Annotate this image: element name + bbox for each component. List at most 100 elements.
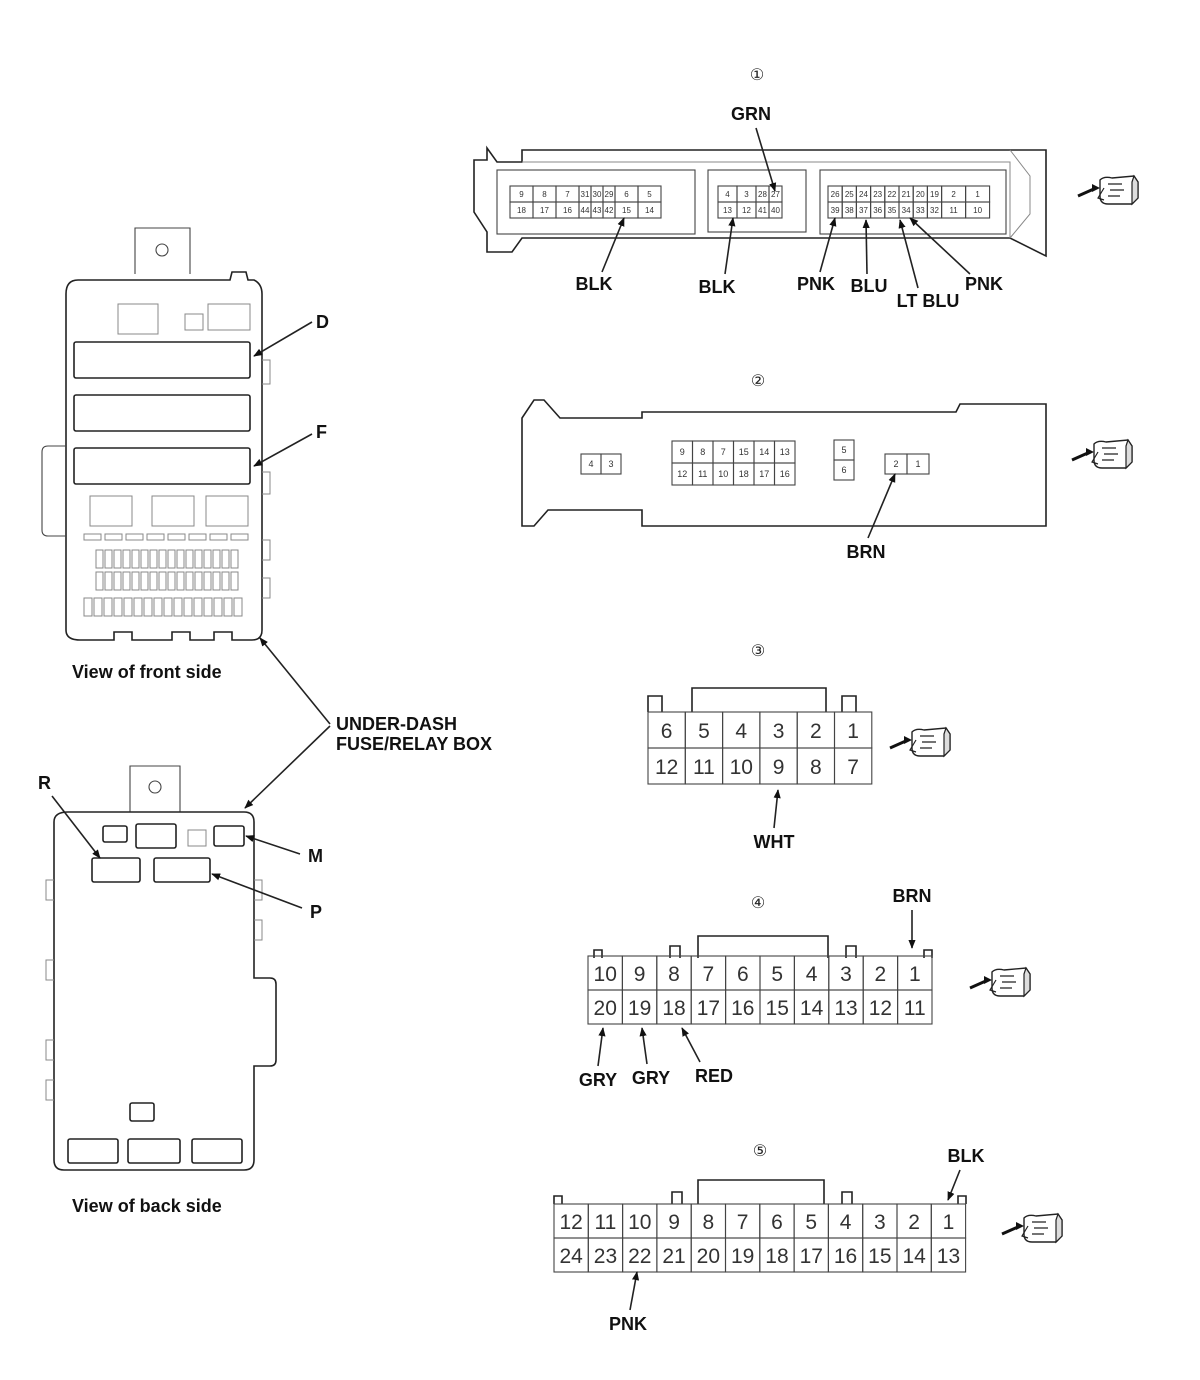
label-box-line2: FUSE/RELAY BOX [336,734,492,754]
pin-21: 21 [662,1245,685,1268]
wire-label-pnk-2: PNK [965,274,1003,294]
pin-23: 23 [873,190,882,199]
pin-1: 1 [915,459,920,469]
wire-label-gry-2: GRY [632,1068,670,1088]
pin-1: 1 [909,963,921,986]
pin-8: 8 [542,190,547,199]
label-m: M [308,846,323,866]
pin-3: 3 [744,190,749,199]
pin-5: 5 [841,445,846,455]
pin-11: 11 [949,206,958,215]
wire-label-gry-1: GRY [579,1070,617,1090]
pin-7: 7 [721,447,726,457]
probe-icon [1076,174,1140,206]
pin-39: 39 [831,206,840,215]
pin-13: 13 [834,997,857,1020]
pin-16: 16 [563,206,572,215]
pin-6: 6 [624,190,629,199]
pin-17: 17 [800,1245,823,1268]
wire-label-red: RED [695,1066,733,1086]
pin-6: 6 [661,720,673,743]
pin-17: 17 [697,997,720,1020]
pin-18: 18 [765,1245,788,1268]
pin-13: 13 [723,206,732,215]
pin-24: 24 [859,190,868,199]
pin-22: 22 [628,1245,651,1268]
pin-2: 2 [810,720,822,743]
pin-9: 9 [680,447,685,457]
pin-3: 3 [608,459,613,469]
pin-24: 24 [559,1245,583,1268]
pin-35: 35 [887,206,896,215]
pin-11: 11 [595,1211,617,1234]
pin-19: 19 [930,190,939,199]
pin-38: 38 [845,206,854,215]
caption-view-front: View of front side [72,662,222,682]
label-r: R [38,773,51,793]
pin-10: 10 [730,756,753,779]
pin-6: 6 [737,963,749,986]
wire-label-blu: BLU [851,276,888,296]
pin-32: 32 [930,206,939,215]
pin-3: 3 [874,1211,886,1234]
connector-slot-p [153,857,211,883]
label-box-line1: UNDER-DASH [336,714,457,734]
caption-view-back: View of back side [72,1196,222,1216]
pin-1: 1 [943,1211,955,1234]
connector-slot-f [73,447,251,485]
pin-7: 7 [847,756,859,779]
pin-2: 2 [951,190,956,199]
pin-4: 4 [725,190,730,199]
wire-label-grn: GRN [731,104,771,124]
pin-9: 9 [668,1211,680,1234]
pin-14: 14 [645,206,654,215]
pin-44: 44 [581,206,590,215]
pin-15: 15 [766,997,789,1020]
pin-30: 30 [593,190,602,199]
pin-18: 18 [662,997,685,1020]
pin-19: 19 [628,997,651,1020]
connector-3-number: ③ [751,641,765,660]
pin-9: 9 [773,756,785,779]
pin-16: 16 [731,997,754,1020]
pin-7: 7 [703,963,715,986]
pin-14: 14 [759,447,769,457]
pin-2: 2 [908,1211,920,1234]
pin-4: 4 [735,720,747,743]
connector-2-number: ② [751,371,765,390]
pin-3: 3 [773,720,785,743]
pin-28: 28 [758,190,767,199]
pin-8: 8 [810,756,822,779]
pin-7: 7 [737,1211,749,1234]
pin-4: 4 [806,963,818,986]
pin-43: 43 [593,206,602,215]
connector-slot-r [91,857,141,883]
pin-4: 4 [840,1211,852,1234]
wire-label-pnk-1: PNK [797,274,835,294]
pin-14: 14 [902,1245,926,1268]
pin-34: 34 [902,206,911,215]
connector-slot-m [213,825,245,847]
connector-1: ① 91881771631443043294261551441331228412… [473,65,1140,311]
pin-11: 11 [698,469,707,479]
pin-20: 20 [594,997,617,1020]
pin-25: 25 [845,190,854,199]
pin-26: 26 [831,190,840,199]
probe-icon [968,966,1032,998]
wire-label-lt-blu: LT BLU [897,291,960,311]
pin-16: 16 [834,1245,857,1268]
wire-label-blk-5: BLK [948,1146,985,1166]
pin-15: 15 [739,447,749,457]
pin-2: 2 [893,459,898,469]
pin-17: 17 [540,206,549,215]
pin-33: 33 [916,206,925,215]
wire-label-blk-1: BLK [576,274,613,294]
pin-36: 36 [873,206,882,215]
pin-13: 13 [780,447,790,457]
pin-31: 31 [581,190,590,199]
pin-14: 14 [800,997,824,1020]
pin-15: 15 [868,1245,891,1268]
